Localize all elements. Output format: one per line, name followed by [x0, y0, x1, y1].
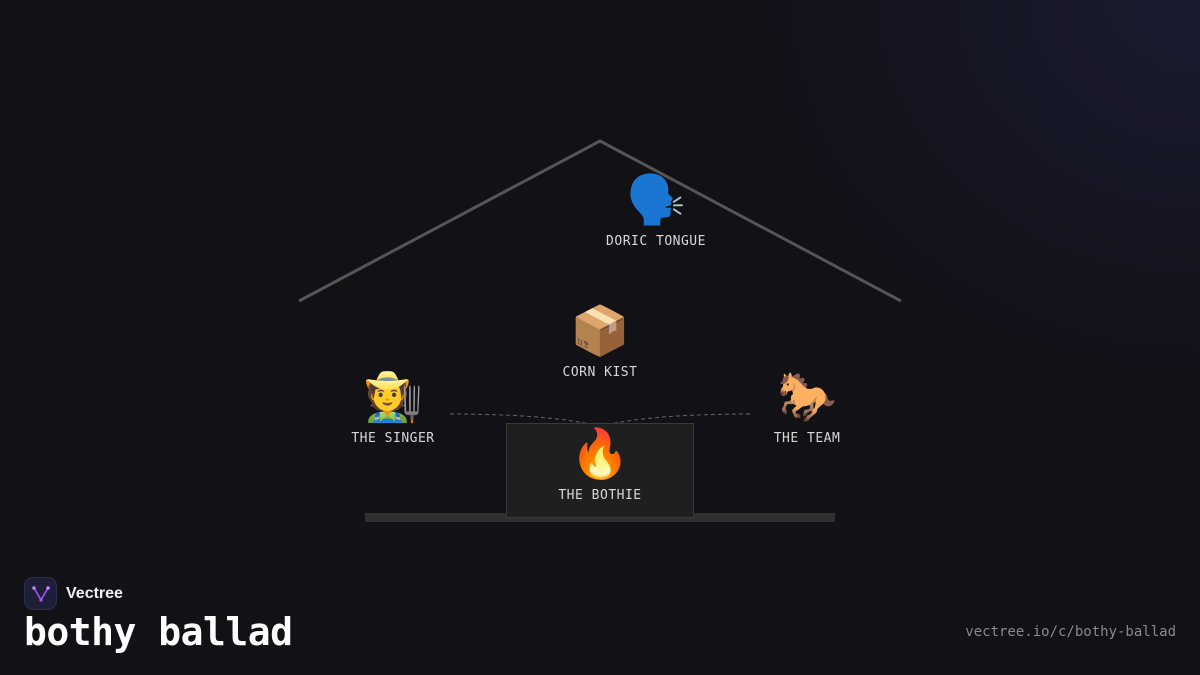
- roof-outline: [298, 139, 902, 303]
- node-corn-kist[interactable]: 📦 CORN KIST: [563, 303, 638, 380]
- speaking-head-icon: 🗣️: [626, 172, 686, 228]
- brand[interactable]: Vectree: [24, 577, 123, 610]
- node-doric-tongue[interactable]: 🗣️ DORIC TONGUE: [606, 172, 706, 249]
- node-label: THE SINGER: [351, 431, 435, 446]
- node-label: THE TEAM: [773, 431, 841, 446]
- node-label: DORIC TONGUE: [606, 234, 706, 249]
- bothie-box: [506, 423, 694, 518]
- page-url[interactable]: vectree.io/c/bothy-ballad: [965, 624, 1176, 640]
- brand-name: Vectree: [66, 584, 123, 602]
- node-singer[interactable]: 🧑‍🌾 THE SINGER: [351, 369, 434, 446]
- page-title: bothy ballad: [24, 610, 293, 654]
- node-bothie[interactable]: 🔥 THE BOTHIE: [558, 426, 641, 503]
- horse-icon: 🐎: [777, 369, 837, 425]
- node-label: CORN KIST: [562, 365, 638, 380]
- fire-icon: 🔥: [570, 426, 630, 482]
- package-icon: 📦: [570, 303, 630, 359]
- farmer-icon: 🧑‍🌾: [363, 369, 423, 425]
- link-singer-bothie: [449, 413, 591, 425]
- link-team-bothie: [609, 413, 751, 425]
- node-label: THE BOTHIE: [558, 488, 642, 503]
- node-team[interactable]: 🐎 THE TEAM: [774, 369, 841, 446]
- vectree-logo-icon: [24, 577, 57, 610]
